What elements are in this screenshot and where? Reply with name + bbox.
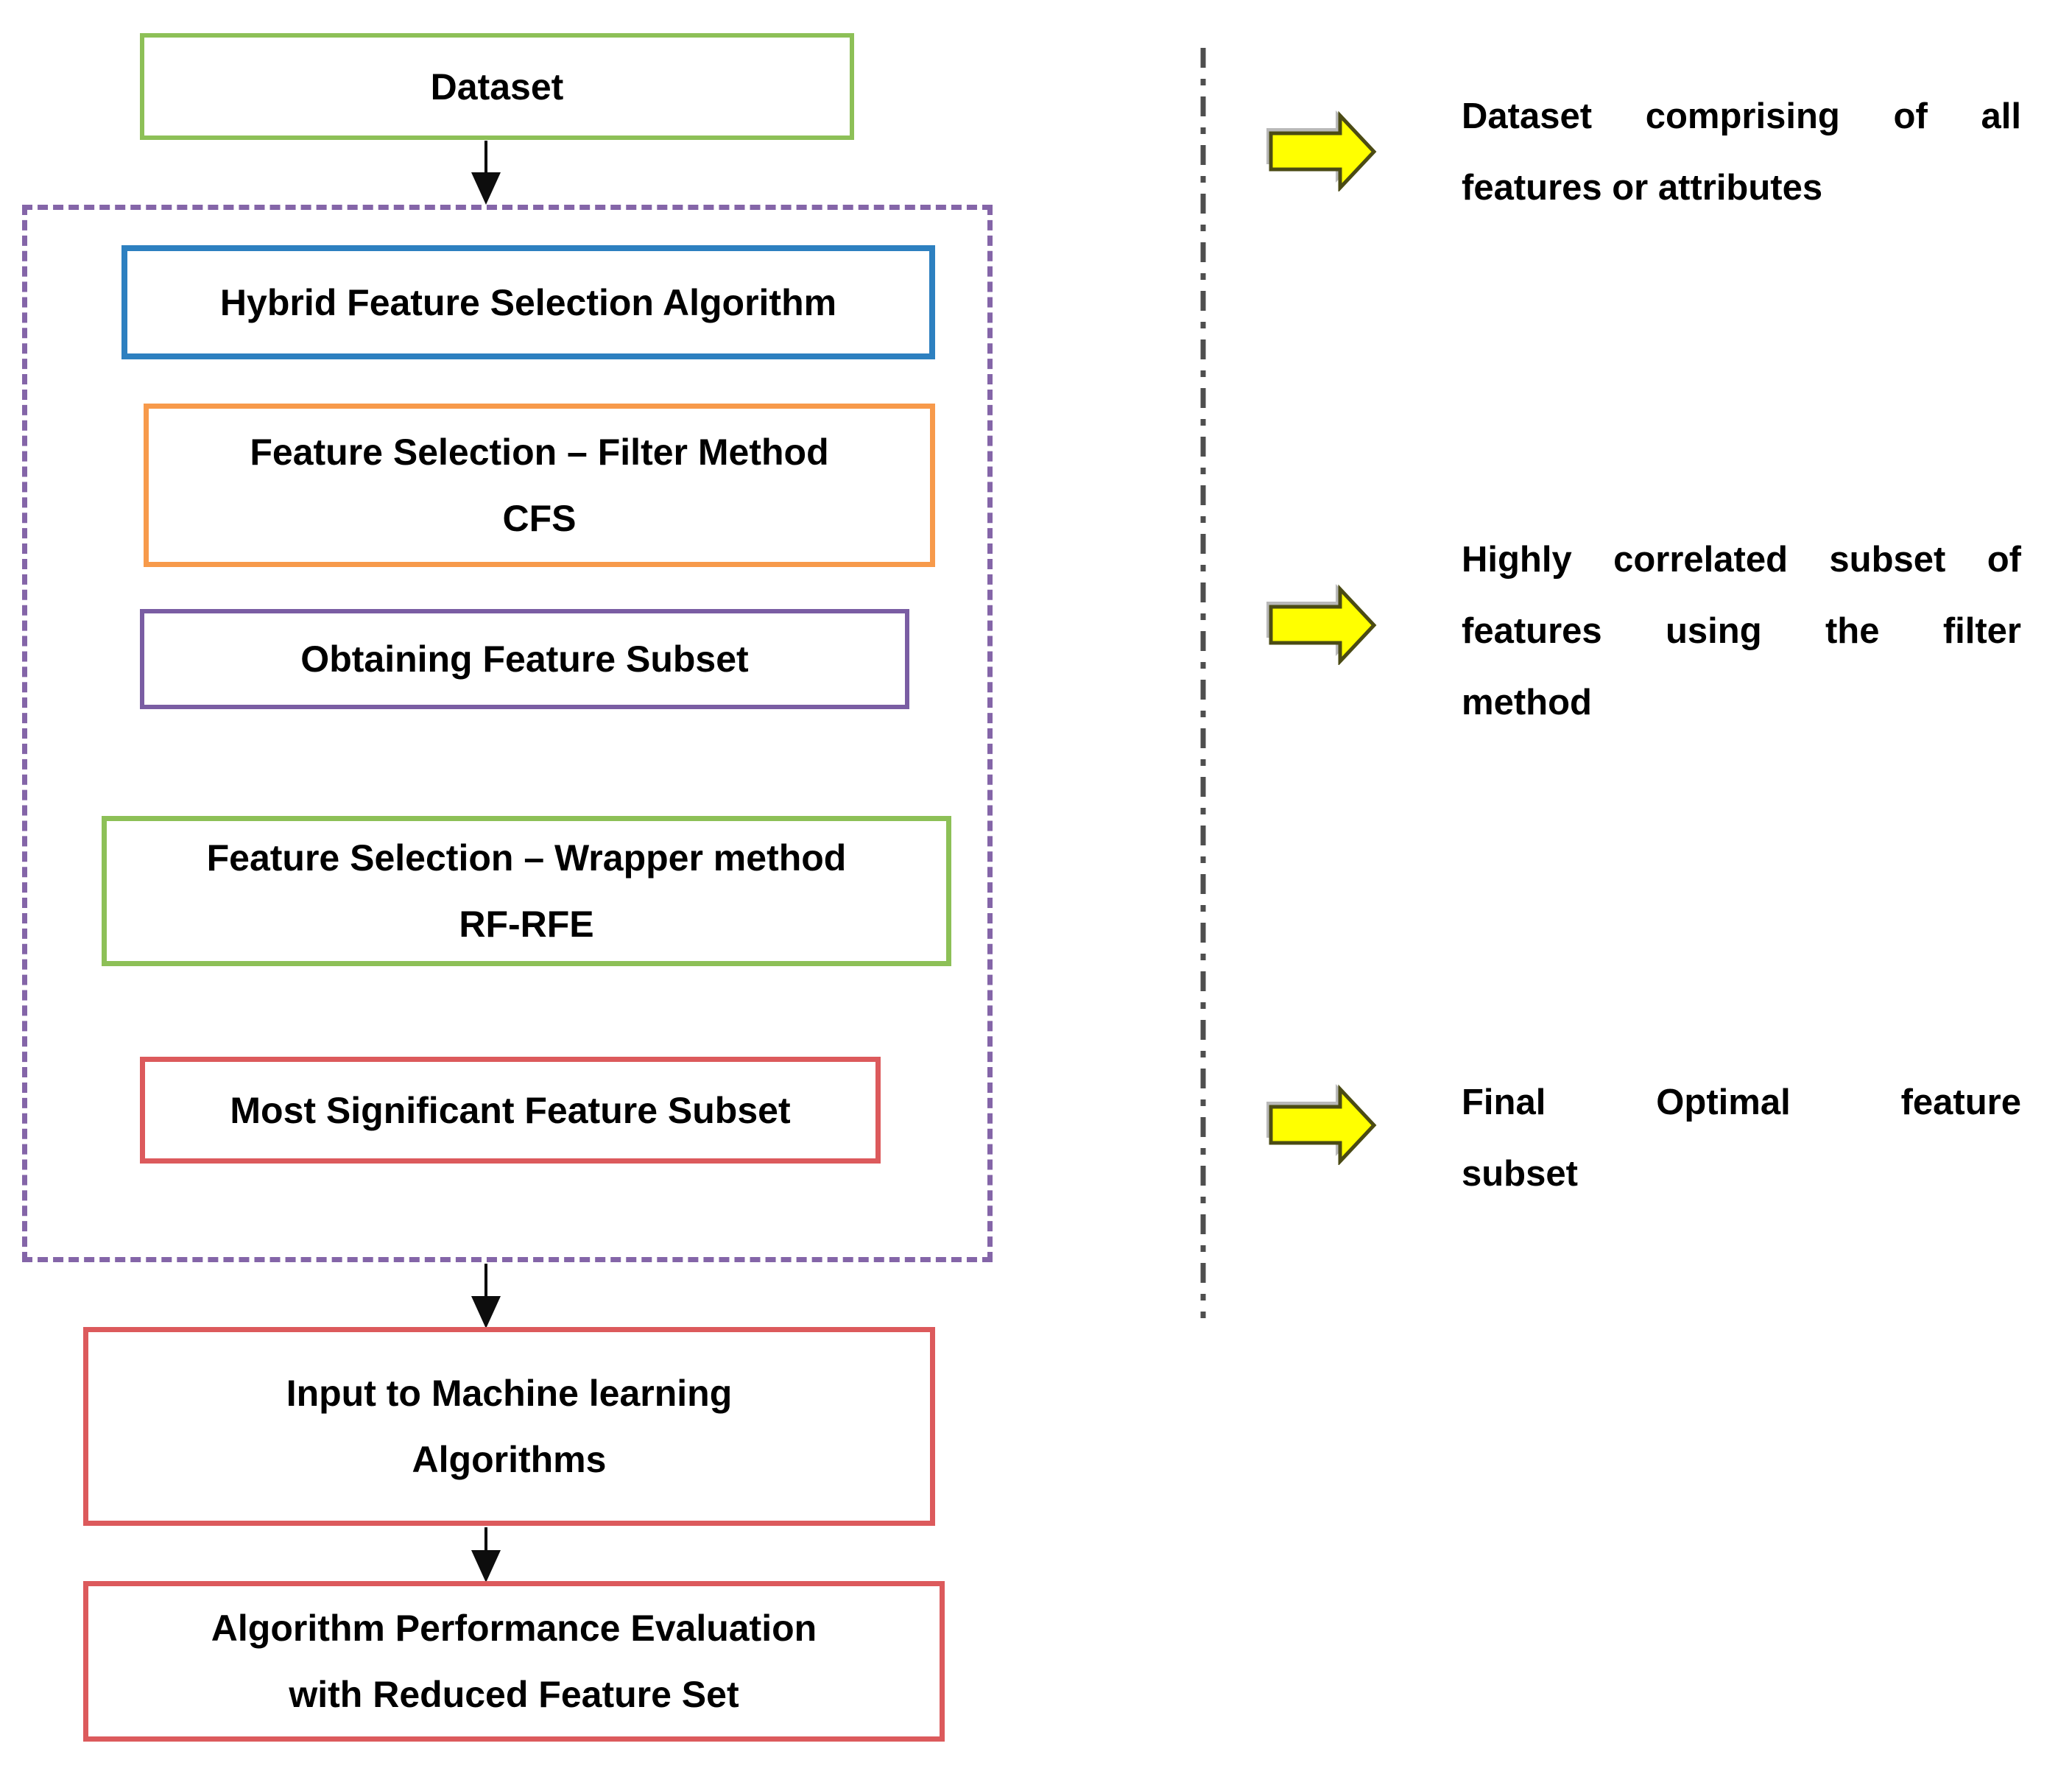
feature-subset-label: Obtaining Feature Subset xyxy=(300,638,749,680)
arrow-shaft xyxy=(484,141,487,174)
annotation-line: features using the filter xyxy=(1462,611,2021,651)
annotation-line: Highly correlated subset of xyxy=(1462,540,2021,580)
right-arrow-icon xyxy=(1266,584,1377,665)
annotation-line: subset xyxy=(1462,1154,1578,1194)
hybrid-algorithm-label: Hybrid Feature Selection Algorithm xyxy=(219,281,837,323)
annotation-line: features or attributes xyxy=(1462,168,1823,208)
performance-evaluation-box: Algorithm Performance Evaluation with Re… xyxy=(83,1581,945,1742)
arrow-head xyxy=(471,172,501,205)
filter-method-line1: Feature Selection – Filter Method xyxy=(250,432,829,473)
annotation-line: Final Optimal feature xyxy=(1462,1083,2021,1122)
annotation-dataset: Dataset comprising of all features or at… xyxy=(1462,81,2021,224)
feature-subset-box: Obtaining Feature Subset xyxy=(140,609,909,709)
dataset-box-label: Dataset xyxy=(430,66,564,108)
annotation-line: Dataset comprising of all xyxy=(1462,96,2021,136)
filter-method-box: Feature Selection – Filter Method CFS xyxy=(144,404,935,567)
filter-method-line2: CFS xyxy=(502,498,577,539)
down-arrow-icon xyxy=(470,1527,502,1583)
dataset-box: Dataset xyxy=(140,33,854,140)
right-arrow-icon xyxy=(1266,1084,1377,1165)
hybrid-algorithm-box: Hybrid Feature Selection Algorithm xyxy=(121,245,935,359)
significant-subset-label: Most Significant Feature Subset xyxy=(230,1089,791,1131)
hybrid-selection-container xyxy=(22,205,993,1262)
arrow-shaft xyxy=(484,1527,487,1552)
ml-input-line1: Input to Machine learning xyxy=(286,1373,733,1414)
annotation-line: method xyxy=(1462,683,1592,722)
annotation-filter-subset: Highly correlated subset of features usi… xyxy=(1462,524,2021,739)
significant-subset-box: Most Significant Feature Subset xyxy=(140,1057,881,1164)
down-arrow-icon xyxy=(470,141,502,205)
wrapper-method-box: Feature Selection – Wrapper method RF-RF… xyxy=(102,816,951,966)
ml-input-box: Input to Machine learning Algorithms xyxy=(83,1327,935,1526)
right-arrow-icon xyxy=(1266,110,1377,191)
annotation-final-subset: Final Optimal feature subset xyxy=(1462,1067,2021,1210)
dash-dot-divider xyxy=(1200,48,1206,1318)
down-arrow-icon xyxy=(470,1264,502,1328)
wrapper-method-line2: RF-RFE xyxy=(459,904,594,945)
wrapper-method-line1: Feature Selection – Wrapper method xyxy=(206,837,847,879)
performance-evaluation-line2: with Reduced Feature Set xyxy=(289,1674,739,1715)
performance-evaluation-line1: Algorithm Performance Evaluation xyxy=(211,1608,817,1649)
arrow-shaft xyxy=(484,1264,487,1298)
arrow-head xyxy=(471,1550,501,1583)
arrow-head xyxy=(471,1296,501,1328)
ml-input-line2: Algorithms xyxy=(412,1439,607,1480)
